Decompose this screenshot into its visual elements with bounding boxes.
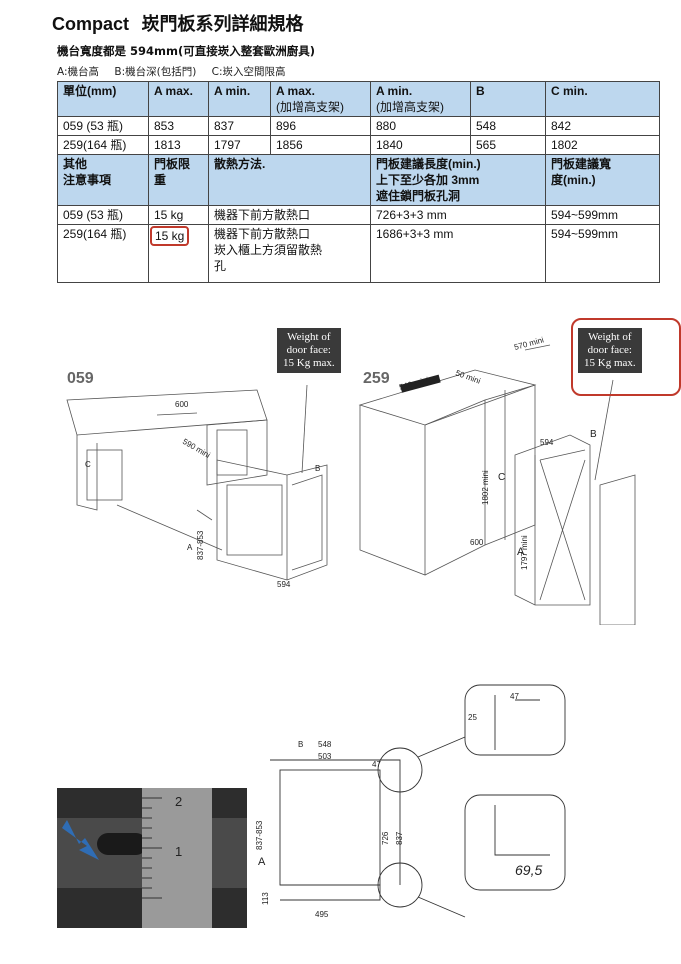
header-cell: C min. [545, 81, 660, 117]
model-label-059: 059 [67, 370, 94, 387]
dim-594: 594 [277, 580, 291, 589]
weight-highlight: 15 kg [150, 226, 190, 246]
dim-c: C [85, 460, 91, 469]
detail-b: B [298, 740, 303, 749]
dim-a-259: A [517, 546, 525, 558]
ruler-photo: 2 1 [57, 788, 247, 928]
table-row: 259(164 瓶) 1813 1797 1856 1840 565 1802 [57, 135, 660, 155]
diagram-059: 059 600 590 mini 837-853 594 A B C [66, 370, 328, 589]
dim-600-259: 600 [470, 538, 484, 547]
diagram-259: 259 570 mini 540 mini 50 mini 1802 mini … [358, 335, 636, 625]
detail-drawing: B 548 503 47 837-853 726 837 113 495 A 4… [255, 684, 566, 919]
dim-600: 600 [175, 400, 189, 409]
header-cell: A max. [148, 81, 209, 117]
table-row: 059 (53 瓶) 15 kg 機器下前方散熱口 726+3+3 mm 594… [57, 205, 660, 225]
dim-b: B [315, 464, 320, 473]
table-row: 059 (53 瓶) 853 837 896 880 548 842 [57, 116, 660, 136]
detail-47: 47 [372, 760, 381, 769]
detail-113: 113 [261, 892, 270, 905]
spec-table: 單位(mm) A max. A min. A max.(加增高支架) A min… [57, 81, 660, 283]
detail-503: 503 [318, 752, 332, 761]
page-title: Compact 崁門板系列詳細規格 [52, 14, 304, 35]
callout-highlight [571, 318, 681, 396]
model-label-259: 259 [363, 370, 390, 387]
header-cell: A min.(加增高支架) [370, 81, 471, 117]
dim-594-259: 594 [540, 438, 554, 447]
vent-grille [400, 374, 441, 393]
table-header-row: 單位(mm) A max. A min. A max.(加增高支架) A min… [57, 81, 660, 117]
header-cell: A max.(加增高支架) [270, 81, 371, 117]
header-cell: 單位(mm) [57, 81, 149, 117]
dim-837-853: 837-853 [196, 530, 205, 560]
legend: A:機台高 B:機台深(包括門) C:崁入空間限高 [57, 66, 286, 78]
ruler-label-2: 2 [175, 794, 182, 809]
detail-69-5: 69,5 [515, 862, 542, 878]
subtitle: 機台寬度都是 594mm(可直接崁入整套歐洲廚具) [57, 44, 315, 58]
detail-a: A [258, 856, 266, 868]
ruler-image: 2 1 [57, 788, 247, 928]
arrow-icon [62, 820, 99, 860]
header-cell: A min. [208, 81, 271, 117]
dim-c-259: C [498, 472, 505, 483]
ruler-label-1: 1 [175, 844, 182, 859]
table-row: 259(164 瓶) 15 kg 機器下前方散熱口崁入櫃上方須留散熱孔 1686… [57, 224, 660, 283]
detail-837: 837 [395, 831, 404, 845]
detail-726: 726 [381, 831, 390, 845]
detail-25: 25 [468, 713, 477, 722]
dim-1797: 1797 mini [520, 535, 529, 570]
dim-b-259: B [590, 429, 597, 440]
detail-47-zoom: 47 [510, 692, 519, 701]
dim-1802: 1802 mini [481, 470, 490, 505]
header-cell: B [470, 81, 546, 117]
detail-548: 548 [318, 740, 332, 749]
detail-837-853: 837-853 [255, 820, 264, 850]
table-header-row: 其他注意事項 門板限重 散熱方法. 門板建議長度(min.)上下至少各加 3mm… [57, 154, 660, 206]
dim-a: A [187, 543, 193, 552]
detail-495: 495 [315, 910, 329, 919]
